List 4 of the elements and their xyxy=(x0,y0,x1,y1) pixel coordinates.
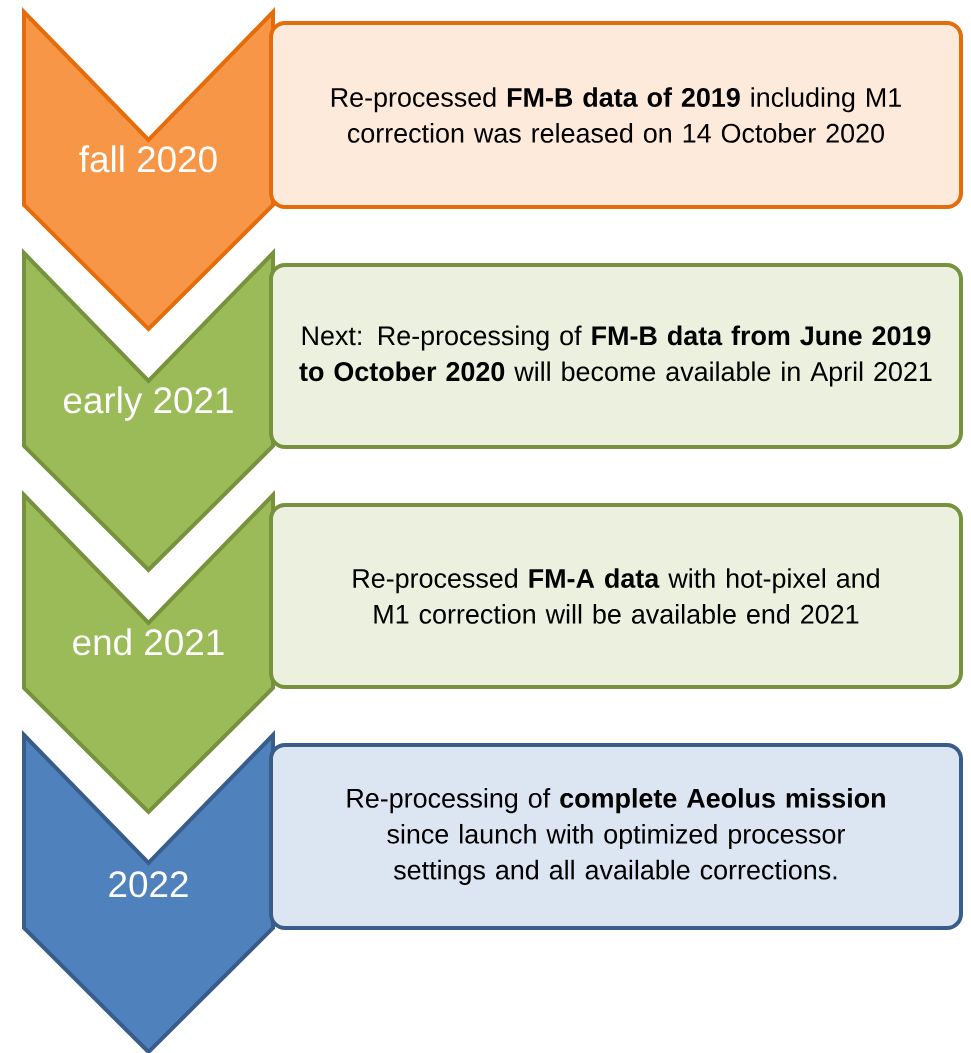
text-box: Re-processed FM-B data of 2019 including M1 correction was released on 14 October 2020 xyxy=(269,21,963,209)
text-box: Re-processing of complete Aeolus mission since launch with optimized processor settings and all available corrections. xyxy=(269,743,963,930)
text-box: Next: Re-processing of FM-B data from June 2019 to October 2020 will become available in April 2021 xyxy=(269,263,963,449)
text-box: Re-processed FM-A data with hot-pixel and M1 correction will be available end 2021 xyxy=(269,503,963,689)
